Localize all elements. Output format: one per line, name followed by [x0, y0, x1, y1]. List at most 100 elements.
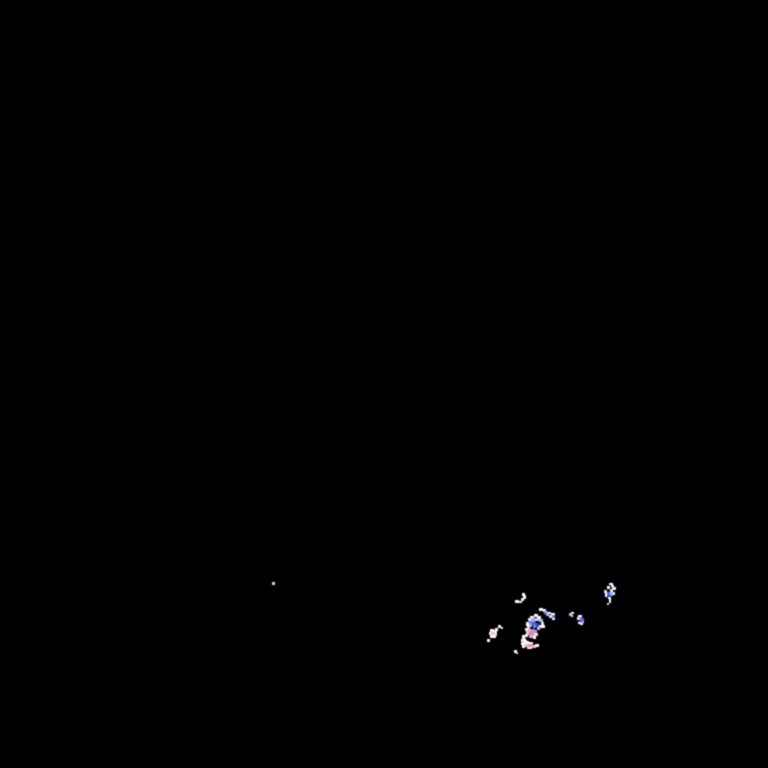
main-blob-center-pixel — [539, 625, 542, 628]
west-speck-cluster-pixel — [487, 639, 490, 642]
west-speck-cluster-pixel — [490, 629, 494, 632]
blue-blob-east-pixel — [608, 597, 611, 599]
pink-streak-south-pixel — [516, 652, 518, 654]
blue-blob-east-pixel — [609, 599, 611, 603]
white-speck-north-pixel — [519, 601, 522, 603]
main-blob-center-pixel — [543, 609, 546, 612]
main-blob-center-pixel — [526, 631, 529, 635]
main-blob-center-pixel — [542, 625, 545, 628]
main-blob-center-pixel — [534, 633, 538, 636]
main-blob-center-pixel — [528, 629, 531, 632]
main-blob-center-pixel — [533, 625, 536, 628]
main-blob-center-pixel — [531, 632, 534, 636]
white-speck-north-pixel — [523, 595, 526, 599]
pink-streak-south-pixel — [528, 642, 533, 645]
pink-streak-south-pixel — [527, 647, 532, 649]
blue-blob-east-pixel — [607, 586, 610, 589]
blue-blob-east-pixel — [612, 587, 616, 590]
main-blob-center-pixel — [541, 622, 544, 625]
main-blob-center-pixel — [529, 621, 532, 624]
west-speck-cluster-pixel — [501, 627, 503, 629]
blue-blob-east-pixel — [607, 595, 610, 598]
west-speck-cluster-pixel — [490, 635, 494, 638]
small-blue-blob-pixel — [578, 622, 581, 624]
blue-blob-east-pixel — [604, 590, 607, 593]
pink-streak-south-pixel — [528, 644, 533, 647]
blue-blob-east-pixel — [605, 592, 607, 597]
main-blob-center-pixel — [539, 619, 543, 622]
main-blob-center-pixel — [539, 608, 543, 611]
blue-blob-east-pixel — [610, 589, 613, 592]
pink-streak-south-pixel — [521, 642, 525, 645]
pink-streak-south-pixel — [524, 641, 529, 644]
west-speck-cluster-pixel — [489, 632, 492, 635]
main-blob-center-pixel — [528, 618, 531, 621]
small-blue-blob-pixel — [581, 618, 584, 621]
pink-streak-south-pixel — [532, 645, 536, 648]
west-speck-cluster-pixel — [494, 633, 497, 636]
main-blob-center-pixel — [532, 622, 536, 625]
blue-blob-east-pixel — [607, 603, 609, 605]
main-blob-center-pixel — [551, 613, 555, 616]
main-blob-center-pixel — [544, 611, 548, 614]
small-blue-blob-pixel — [582, 621, 584, 623]
main-blob-center-pixel — [536, 623, 539, 627]
main-blob-center-pixel — [548, 612, 551, 614]
west-speck-cluster-pixel — [498, 625, 501, 628]
blue-blob-east-pixel — [609, 583, 613, 585]
isolated-dot-west-pixel — [272, 582, 275, 585]
main-blob-center-pixel — [534, 614, 538, 617]
main-blob-center-pixel — [537, 627, 540, 630]
blue-blob-east-pixel — [610, 592, 613, 596]
white-speck-north-pixel — [515, 600, 519, 603]
main-blob-center-pixel — [523, 638, 526, 641]
small-blue-blob-pixel — [579, 617, 582, 620]
small-blue-blob-pixel — [579, 620, 582, 623]
main-blob-center-pixel — [552, 615, 555, 618]
main-blob-center-pixel — [552, 618, 555, 620]
blue-blob-east-pixel — [613, 592, 615, 595]
main-blob-center-pixel — [531, 618, 535, 622]
main-blob-center-pixel — [549, 615, 552, 618]
main-blob-center-pixel — [529, 624, 532, 627]
west-speck-cluster-pixel — [495, 628, 498, 631]
west-speck-cluster-pixel — [491, 632, 495, 636]
main-blob-center-pixel — [527, 626, 530, 629]
small-blue-blob-pixel — [578, 615, 582, 617]
main-blob-center-pixel — [534, 630, 537, 633]
main-blob-center-pixel — [531, 629, 535, 632]
white-speck-north-pixel — [522, 593, 525, 596]
west-speck-cluster-pixel — [493, 636, 496, 638]
tiny-blue-dot-pixel — [571, 615, 573, 617]
main-blob-center-pixel — [525, 634, 528, 637]
blue-blob-east-pixel — [607, 592, 610, 595]
pink-streak-south-pixel — [514, 650, 517, 653]
main-blob-center-pixel — [530, 616, 534, 619]
main-blob-center-pixel — [533, 636, 536, 639]
main-blob-center-pixel — [526, 622, 529, 626]
small-blue-blob-pixel — [577, 617, 579, 620]
pink-streak-south-pixel — [522, 645, 525, 648]
pink-streak-south-pixel — [535, 644, 539, 647]
white-speck-north-pixel — [521, 598, 524, 601]
main-blob-center-pixel — [521, 639, 524, 642]
main-blob-center-pixel — [537, 616, 541, 619]
tiny-blue-dot-pixel — [571, 612, 574, 614]
main-blob-center-pixel — [546, 613, 549, 616]
small-blue-blob-pixel — [580, 623, 583, 625]
west-speck-cluster-pixel — [493, 630, 497, 633]
main-blob-center-pixel — [535, 618, 539, 621]
main-blob-center-pixel — [522, 635, 525, 639]
main-blob-center-pixel — [529, 635, 533, 638]
pink-streak-south-pixel — [524, 644, 528, 647]
